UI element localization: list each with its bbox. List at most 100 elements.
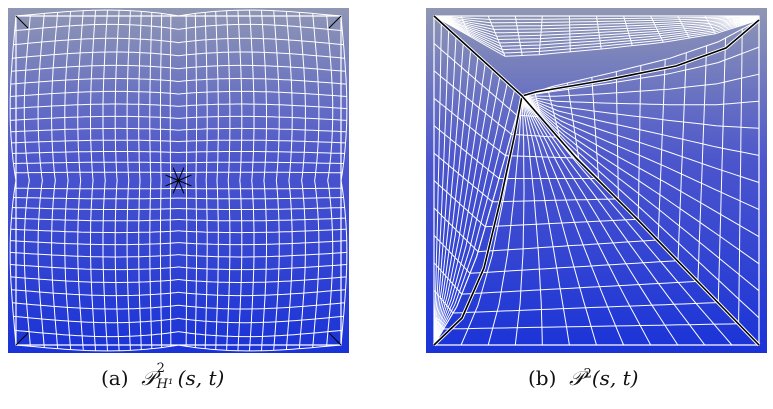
singular-star-a [15, 15, 342, 346]
mesh-line-a [178, 64, 346, 72]
mesh-line-a [10, 264, 179, 271]
mesh-line-a [178, 289, 346, 297]
mesh-line-a [326, 14, 334, 181]
mesh-line-a [64, 180, 72, 350]
caption-b-args: (s, t) [591, 366, 639, 390]
mesh-line-a [15, 344, 179, 352]
mesh-line-a [261, 10, 267, 181]
mesh-line-a [10, 78, 179, 85]
caption-b: (b) 𝒫2(s, t) [528, 366, 638, 390]
mesh-line-a [11, 289, 179, 297]
mesh-line-a [14, 23, 179, 32]
panel-b-mesh [426, 8, 767, 353]
mesh-line-a [10, 90, 179, 97]
mesh-line-a [298, 180, 306, 349]
mesh-line-a [312, 180, 320, 348]
mesh-line-a [298, 12, 306, 181]
mesh-line-a [340, 15, 348, 181]
mesh-line-a [178, 344, 342, 352]
star-ray-a [165, 180, 179, 187]
mesh-line-a [326, 180, 334, 347]
mesh-line-a [285, 180, 293, 350]
mesh-line-a [9, 180, 17, 346]
mesh-line-b [433, 15, 760, 57]
mesh-line-a [37, 180, 45, 348]
mesh-line-a [178, 23, 343, 32]
mesh-line-b [731, 15, 738, 28]
mesh-line-a [178, 329, 343, 338]
mesh-line-b [521, 95, 760, 292]
mesh-line-a [178, 302, 345, 310]
mesh-line-a [64, 11, 72, 181]
mesh-line-a [102, 10, 108, 181]
mesh-line-a [13, 315, 179, 324]
seam-line-b [433, 95, 523, 346]
mesh-line-b [433, 317, 444, 330]
star-ray-a [172, 180, 179, 194]
seam-line-b [433, 15, 523, 97]
mesh-line-b [433, 95, 523, 346]
mesh-line-a [12, 302, 179, 310]
mesh-line-b [433, 82, 508, 346]
mesh-line-a [178, 264, 347, 271]
caption-a-sup: 2 [156, 361, 165, 376]
mesh-line-b [433, 15, 760, 54]
mesh-line-a [178, 51, 345, 59]
mesh-line-a [178, 103, 347, 110]
mesh-line-b [521, 95, 760, 319]
mesh-line-a [51, 12, 59, 181]
mesh-line-a [90, 10, 96, 181]
seam-line-b [521, 19, 760, 97]
mesh-line-a [37, 13, 45, 181]
mesh-line-a [11, 64, 179, 72]
mesh-plot-b [426, 8, 767, 353]
star-ray-a [178, 174, 192, 181]
mesh-line-a [77, 180, 84, 351]
caption-b-tag: (b) [528, 366, 557, 390]
star-ray-a [172, 167, 179, 181]
mesh-line-b [433, 15, 760, 51]
caption-b-sup: 2 [583, 366, 592, 382]
caption-a: (a) 𝒫 2 H¹ (s, t) [101, 361, 225, 392]
mesh-line-a [273, 10, 280, 181]
panel-a-mesh [8, 8, 349, 353]
mesh-line-a [23, 14, 31, 181]
caption-a-sub: H¹ [156, 377, 174, 392]
caption-a-tag: (a) [101, 366, 129, 390]
mesh-line-a [10, 251, 179, 258]
seam-line-b [521, 95, 760, 346]
mesh-line-a [51, 180, 59, 349]
mesh-grid-a [9, 9, 348, 352]
caption-a-args: (s, t) [177, 366, 225, 390]
mesh-line-a [178, 276, 347, 283]
mesh-line-a [90, 180, 96, 351]
mesh-line-b [521, 95, 706, 346]
mesh-plot-a [8, 8, 349, 353]
corner-seams-a [15, 15, 342, 346]
seam-lines-b [432, 14, 761, 347]
mesh-line-a [14, 329, 179, 338]
star-ray-a [165, 174, 179, 181]
mesh-line-a [12, 51, 179, 59]
mesh-line-b [738, 28, 743, 324]
mesh-line-a [312, 13, 320, 181]
mesh-line-a [261, 180, 267, 351]
mesh-line-a [273, 180, 280, 351]
mesh-line-a [77, 10, 84, 181]
mesh-line-a [178, 78, 347, 85]
mesh-line-a [285, 11, 293, 181]
mesh-line-a [23, 180, 31, 347]
mesh-line-b [443, 323, 739, 330]
mesh-line-a [9, 15, 17, 181]
mesh-line-a [10, 276, 179, 283]
mesh-line-b [433, 89, 516, 346]
mesh-line-a [178, 37, 344, 46]
mesh-line-a [15, 9, 179, 17]
mesh-line-a [178, 9, 342, 17]
mesh-line-a [178, 315, 344, 324]
mesh-line-a [249, 180, 255, 351]
star-ray-a [178, 180, 192, 187]
caption-b-symbol: 𝒫 [569, 366, 584, 390]
mesh-line-a [178, 90, 347, 97]
mesh-line-a [340, 180, 348, 346]
